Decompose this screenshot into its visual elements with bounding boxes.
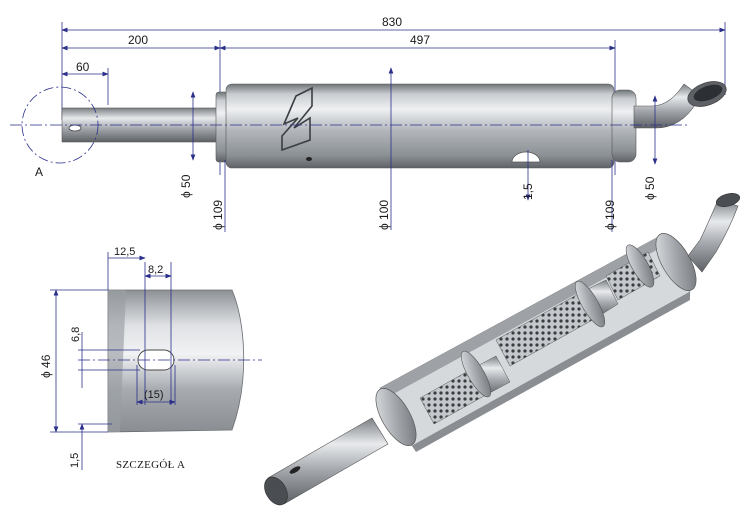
iso-shell-edge <box>380 236 664 398</box>
iso-baffle <box>625 244 655 288</box>
detail-caption: SZCZEGÓŁ A <box>116 459 185 471</box>
dim-detail-dia: ϕ 46 <box>39 354 53 378</box>
detail-pipe-end <box>108 290 126 432</box>
isometric-cutaway <box>264 193 741 506</box>
logo-icon <box>281 86 313 152</box>
drain-hole <box>511 151 541 163</box>
dim-wall: 1,5 <box>521 183 535 200</box>
dim-inlet-length: 200 <box>128 33 148 47</box>
dim-detail-wall: 1,5 <box>69 453 81 468</box>
iso-outlet-opening <box>715 193 741 207</box>
dim-outlet-dia: ϕ 50 <box>643 176 657 200</box>
right-flange <box>611 89 637 163</box>
muffler-body <box>225 83 615 169</box>
detail-pipe <box>107 289 245 433</box>
dim-body-dia: ϕ 100 <box>377 200 391 230</box>
dim-stub-length: 60 <box>76 60 90 74</box>
dim-left-flange-dia: ϕ 109 <box>211 200 225 230</box>
iso-left-flange <box>375 388 417 446</box>
dim-body-length: 497 <box>410 33 430 47</box>
iso-baffle <box>574 280 606 328</box>
iso-inlet-opening <box>264 476 288 506</box>
dim-slot-offset: 12,5 <box>114 246 135 258</box>
iso-right-flange <box>655 233 697 291</box>
dim-right-flange-dia: ϕ 109 <box>603 200 617 230</box>
iso-inlet-slot <box>289 466 301 474</box>
bolt-icon <box>306 157 312 161</box>
dim-slot-length: (15) <box>144 389 164 401</box>
iso-shell-front-edge <box>412 292 690 452</box>
dim-slot-width: 8,2 <box>148 264 163 276</box>
detail-a-circle <box>21 86 99 164</box>
dim-slot-height: 6,8 <box>70 327 82 342</box>
detail-a-view: 12,5 8,2 (15) ϕ 46 6,8 1,5 SZCZEGÓŁ A <box>39 246 262 471</box>
inlet-slot <box>68 124 82 132</box>
iso-baffle <box>460 350 492 398</box>
iso-outlet-pipe <box>687 199 739 273</box>
side-view-muffler: A 830 200 497 60 ϕ 50 ϕ 109 ϕ 100 1,5 ϕ … <box>10 15 727 232</box>
detail-a-label: A <box>35 165 43 179</box>
dim-overall-length: 830 <box>382 15 402 29</box>
outlet-pipe <box>633 83 701 129</box>
dim-inlet-dia: ϕ 50 <box>179 174 193 198</box>
outlet-bore <box>693 84 723 102</box>
